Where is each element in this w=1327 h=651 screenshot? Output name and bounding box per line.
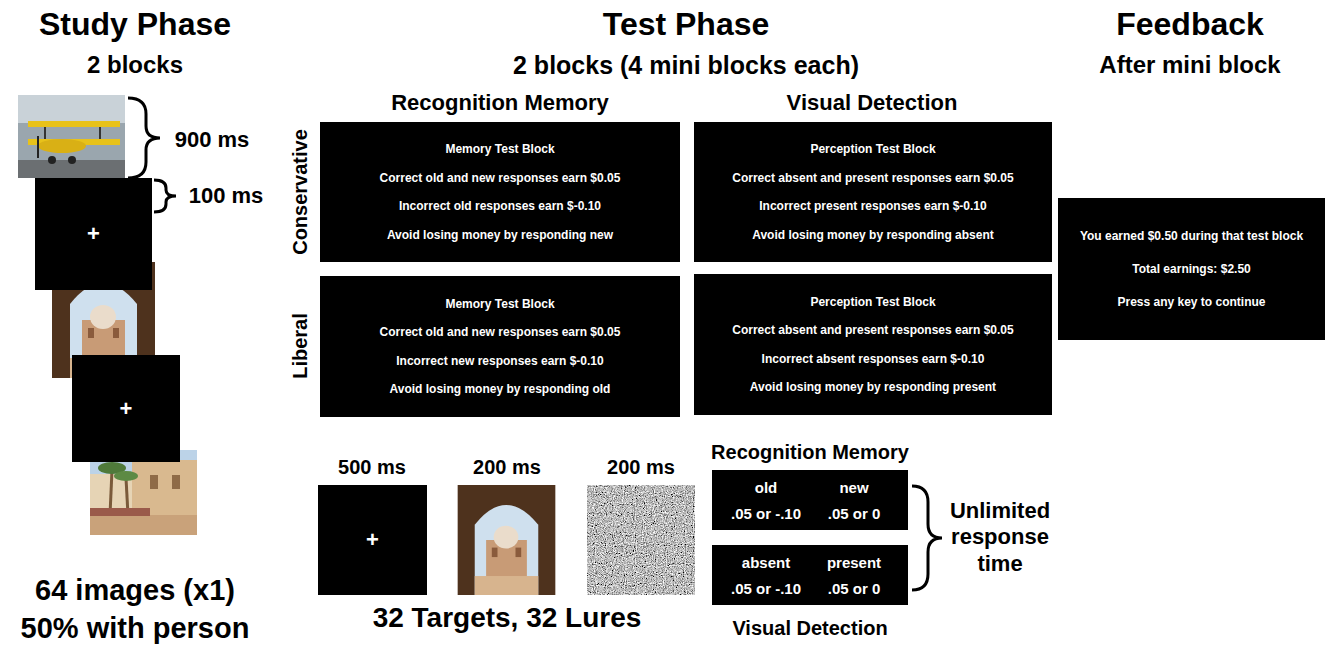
screen-text: Correct old and new responses earn $0.05 (380, 171, 621, 185)
screen-text: Avoid losing money by responding new (387, 228, 613, 242)
response-screen: absent .05 or -.10 present .05 or 0 (712, 545, 908, 605)
screen-text: You earned $0.50 during that test block (1080, 229, 1303, 243)
instruction-screen: Perception Test BlockCorrect absent and … (694, 274, 1052, 415)
screen-text: Press any key to continue (1117, 295, 1265, 309)
screen-text: Incorrect absent responses earn $-0.10 (762, 352, 985, 366)
screen-text: Correct absent and present responses ear… (732, 323, 1013, 337)
study-note: 64 images (x1) (35, 573, 235, 608)
condition-label: Conservative (288, 129, 312, 255)
photo-palms (90, 450, 197, 535)
screen-text: Incorrect old responses earn $-0.10 (399, 199, 601, 213)
task-heading: Recognition Memory (711, 440, 909, 464)
duration-label: 100 ms (189, 183, 264, 209)
noise-mask (587, 485, 695, 595)
task-heading: Visual Detection (732, 616, 887, 640)
fixation-cross: + (366, 527, 379, 553)
screen-text: absent (742, 554, 790, 571)
condition-label: Liberal (288, 313, 312, 379)
fixation-screen: + (72, 355, 180, 462)
duration-label: 200 ms (473, 455, 541, 479)
response-screen: old .05 or -.10 new .05 or 0 (712, 470, 908, 530)
phase-subheading: 2 blocks (4 mini blocks each) (513, 50, 859, 80)
task-heading: Recognition Memory (391, 90, 609, 116)
screen-title: Perception Test Block (810, 142, 935, 156)
phase-heading: Feedback (1116, 5, 1264, 43)
screen-title: Memory Test Block (445, 297, 554, 311)
screen-text: Avoid losing money by responding present (750, 380, 996, 394)
fixation-screen: + (35, 178, 152, 290)
phase-subheading: After mini block (1099, 51, 1280, 80)
screen-title: Memory Test Block (445, 142, 554, 156)
phase-subheading: 2 blocks (87, 51, 183, 80)
screen-text: old (755, 479, 778, 496)
instruction-screen: Memory Test BlockCorrect old and new res… (320, 276, 680, 417)
test-note: 32 Targets, 32 Lures (373, 601, 642, 635)
screen-text: Correct old and new responses earn $0.05 (380, 325, 621, 339)
duration-label: 500 ms (338, 455, 406, 479)
screen-text: .05 or -.10 (731, 505, 801, 522)
screen-text: Avoid losing money by responding absent (752, 228, 994, 242)
fixation-cross: + (120, 396, 133, 422)
screen-text: Correct absent and present responses ear… (732, 171, 1013, 185)
test-photo-arch (458, 485, 556, 595)
screen-text: .05 or 0 (828, 505, 881, 522)
instruction-screen: Perception Test BlockCorrect absent and … (694, 122, 1052, 262)
screen-text: .05 or -.10 (731, 580, 801, 597)
duration-brace (128, 98, 160, 178)
feedback-screen: You earned $0.50 during that test blockT… (1058, 198, 1325, 340)
phase-heading: Test Phase (603, 5, 770, 43)
phase-heading: Study Phase (39, 5, 231, 43)
screen-text: Total earnings: $2.50 (1132, 262, 1250, 276)
screen-text: Avoid losing money by responding old (390, 382, 611, 396)
duration-label: 900 ms (175, 127, 250, 153)
response-note: Unlimited response time (935, 498, 1065, 577)
screen-text: Incorrect present responses earn $-0.10 (759, 199, 986, 213)
instruction-screen: Memory Test BlockCorrect old and new res… (320, 122, 680, 262)
screen-title: Perception Test Block (810, 295, 935, 309)
fixation-screen: + (318, 485, 427, 595)
duration-brace (154, 180, 176, 212)
screen-text: present (827, 554, 881, 571)
screen-text: Incorrect new responses earn $-0.10 (396, 354, 603, 368)
screen-text: new (839, 479, 868, 496)
screen-text: .05 or 0 (828, 580, 881, 597)
fixation-cross: + (87, 221, 100, 247)
photo-biplane (18, 95, 125, 178)
task-heading: Visual Detection (787, 90, 958, 116)
response-brace (912, 486, 942, 590)
study-note: 50% with person (21, 611, 250, 646)
duration-label: 200 ms (607, 455, 675, 479)
